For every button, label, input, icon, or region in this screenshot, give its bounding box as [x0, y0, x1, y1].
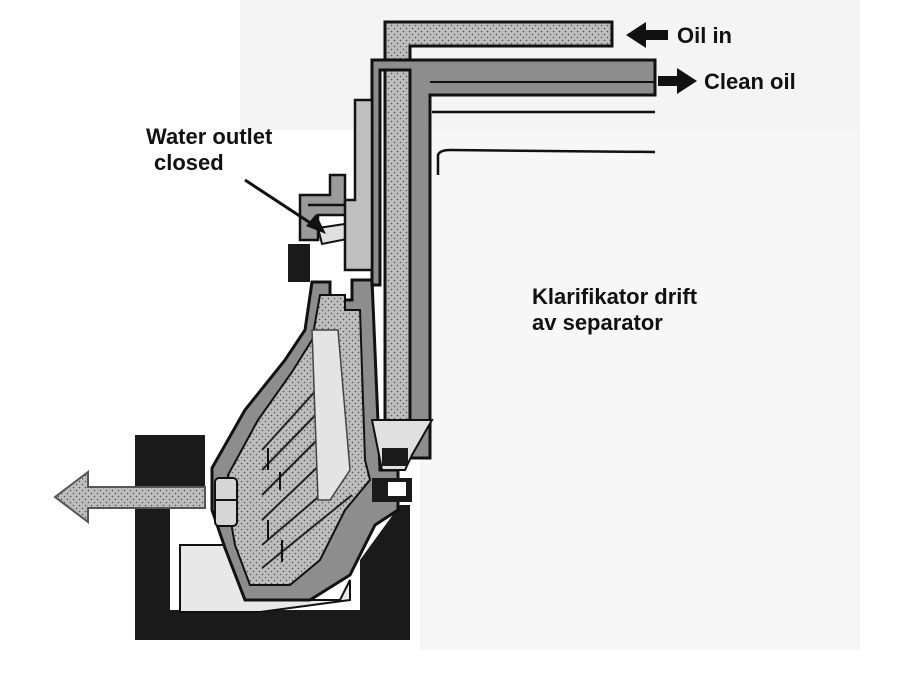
clean-oil-label: Clean oil	[704, 69, 796, 94]
water-outlet-label-line1: Water outlet	[146, 124, 273, 149]
solids-chamber	[214, 477, 238, 527]
scan-texture-lower	[420, 130, 860, 650]
water-outlet-label-line2: closed	[154, 150, 224, 175]
water-outlet-pointer	[244, 178, 319, 230]
oil-in-label: Oil in	[677, 23, 732, 48]
water-outlet-label: Water outlet closed	[146, 124, 272, 176]
operating-mode-line2: av separator	[532, 310, 663, 335]
bowl-core-light	[311, 329, 351, 501]
operating-mode-label: Klarifikator drift av separator	[532, 284, 697, 336]
operating-mode-line1: Klarifikator drift	[532, 284, 698, 309]
arrow-left-icon	[626, 22, 668, 48]
lower-seal-line	[436, 148, 656, 175]
disc-ribs	[267, 448, 283, 562]
water-outlet-ring	[288, 244, 310, 282]
bowl-hood	[343, 98, 374, 272]
arrow-right-icon	[658, 68, 697, 94]
outlet-arrow-icon	[53, 469, 206, 525]
lower-flange-inner	[388, 482, 406, 496]
water-outlet-pointer-head	[306, 214, 326, 234]
nozzle-block	[382, 448, 408, 466]
